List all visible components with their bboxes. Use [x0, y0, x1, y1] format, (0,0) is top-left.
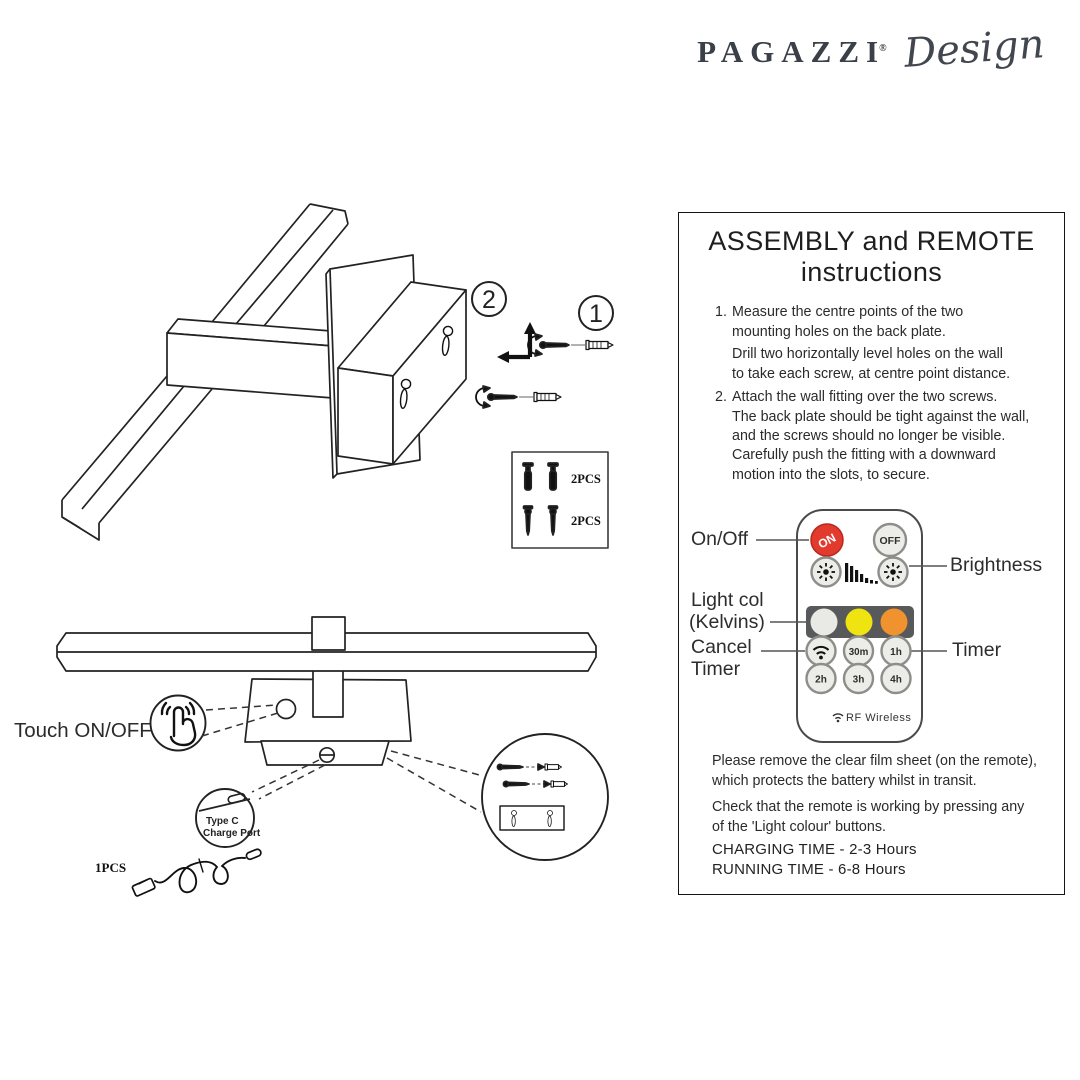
anchors-qty: 2PCS	[571, 472, 601, 486]
svg-text:1: 1	[589, 300, 603, 328]
step-1-extra: Drill two horizontally level holes on th…	[732, 346, 1011, 382]
label-light-colour-1: Light col	[691, 589, 764, 611]
detail-back-plate	[499, 805, 565, 831]
touch-sensor-dot	[275, 698, 297, 720]
registered-mark: ®	[879, 42, 894, 54]
detail-leader-lines	[386, 750, 484, 813]
brand-name: PAGAZZI®	[697, 34, 894, 69]
remote-leader-lines	[756, 539, 947, 652]
light-bar-upper	[211, 203, 349, 327]
wall-light-isometric-view: 2 1 2PCS 2PCS	[61, 203, 614, 549]
light-bar	[56, 632, 597, 672]
wall-fitting-box	[337, 281, 467, 465]
remote-on-button: ON	[810, 523, 844, 557]
timer-1h-button: 1h	[880, 635, 912, 667]
label-cancel-timer-2: Timer	[691, 658, 741, 680]
rf-wireless-icon	[832, 713, 844, 723]
type-c-label-2: Charge Port	[203, 828, 261, 839]
light-colour-bar	[806, 606, 914, 638]
mounting-detail-callout	[481, 733, 609, 861]
svg-text:3h: 3h	[853, 675, 865, 686]
kelvin-orange-button	[880, 608, 908, 636]
note-check: Check that the remote is working by pres…	[712, 799, 1025, 835]
brightness-bars-icon	[845, 563, 878, 584]
charging-time: CHARGING TIME - 2-3 Hours	[712, 841, 917, 858]
parts-box: 2PCS 2PCS	[511, 451, 609, 549]
panel-title: ASSEMBLY and REMOTE instructions	[679, 226, 1064, 289]
svg-text:2: 2	[482, 286, 496, 314]
hook-arrow-icon	[497, 322, 536, 363]
svg-text:OFF: OFF	[880, 535, 902, 547]
callout-step-1: 1	[578, 295, 614, 331]
remote-control: ON OFF	[756, 509, 947, 743]
step-2: 2. Attach the wall fitting over the two …	[715, 389, 1030, 445]
screw-anchor-row-1	[527, 333, 614, 357]
svg-text:4h: 4h	[890, 675, 902, 686]
usb-c-plug-icon	[245, 848, 262, 861]
timer-30m-button: 30m	[842, 635, 875, 667]
label-brightness: Brightness	[950, 554, 1043, 576]
usb-c-port-icon	[227, 792, 246, 804]
svg-text:2h: 2h	[815, 675, 827, 686]
timer-3h-button: 3h	[842, 662, 875, 695]
rf-wireless-label: RF Wireless	[846, 712, 911, 724]
label-cancel-timer-1: Cancel	[691, 636, 752, 658]
type-c-label-1: Type C	[206, 816, 239, 827]
label-light-colour-2: (Kelvins)	[689, 611, 765, 633]
label-on-off: On/Off	[691, 528, 749, 550]
label-timer: Timer	[952, 639, 1002, 661]
light-bar-lower	[61, 375, 213, 541]
step-1: 1. Measure the centre points of the two …	[715, 304, 964, 340]
callout-step-2: 2	[471, 281, 507, 317]
touch-on-off-label: Touch ON/OFF	[14, 719, 152, 742]
panel-title-line1: ASSEMBLY and REMOTE	[708, 226, 1035, 256]
stem	[312, 671, 344, 718]
touch-leader-lines	[201, 704, 279, 737]
charge-port-dot	[318, 746, 336, 764]
svg-text:30m: 30m	[849, 647, 869, 658]
svg-text:1h: 1h	[890, 647, 902, 658]
wall-light-front-view: Touch ON/OFF Type C Charge Port 1PCS	[14, 616, 609, 897]
screws-qty: 2PCS	[571, 514, 601, 528]
type-c-leader-lines	[251, 759, 326, 800]
type-c-callout: Type C Charge Port	[195, 788, 261, 848]
screw-anchor-row-2	[475, 385, 562, 409]
assembly-instructions-panel: ASSEMBLY and REMOTE instructions 1. Meas…	[678, 212, 1065, 895]
note-film: Please remove the clear film sheet (on t…	[712, 753, 1038, 789]
brand-logo: PAGAZZI® Design	[697, 21, 1045, 77]
touch-callout	[149, 694, 207, 752]
cable-qty-label: 1PCS	[95, 860, 126, 875]
brightness-up-button	[877, 556, 909, 588]
panel-title-line2: instructions	[800, 257, 943, 288]
bracket-arm	[166, 318, 345, 399]
touch-gesture-icon	[160, 701, 197, 747]
timer-2h-button: 2h	[805, 662, 837, 695]
running-time: RUNNING TIME - 6-8 Hours	[712, 861, 906, 878]
kelvin-white-button	[810, 608, 838, 636]
usb-cable	[131, 848, 262, 897]
top-connector	[311, 616, 346, 651]
kelvin-yellow-button	[845, 608, 873, 636]
timer-4h-button: 4h	[880, 662, 912, 695]
cancel-timer-button	[805, 635, 837, 667]
usb-a-plug-icon	[131, 877, 156, 897]
brightness-down-button	[810, 556, 842, 588]
step-2-extra: Carefully push the fitting with a downwa…	[732, 447, 996, 483]
remote-off-button: OFF	[872, 522, 908, 558]
